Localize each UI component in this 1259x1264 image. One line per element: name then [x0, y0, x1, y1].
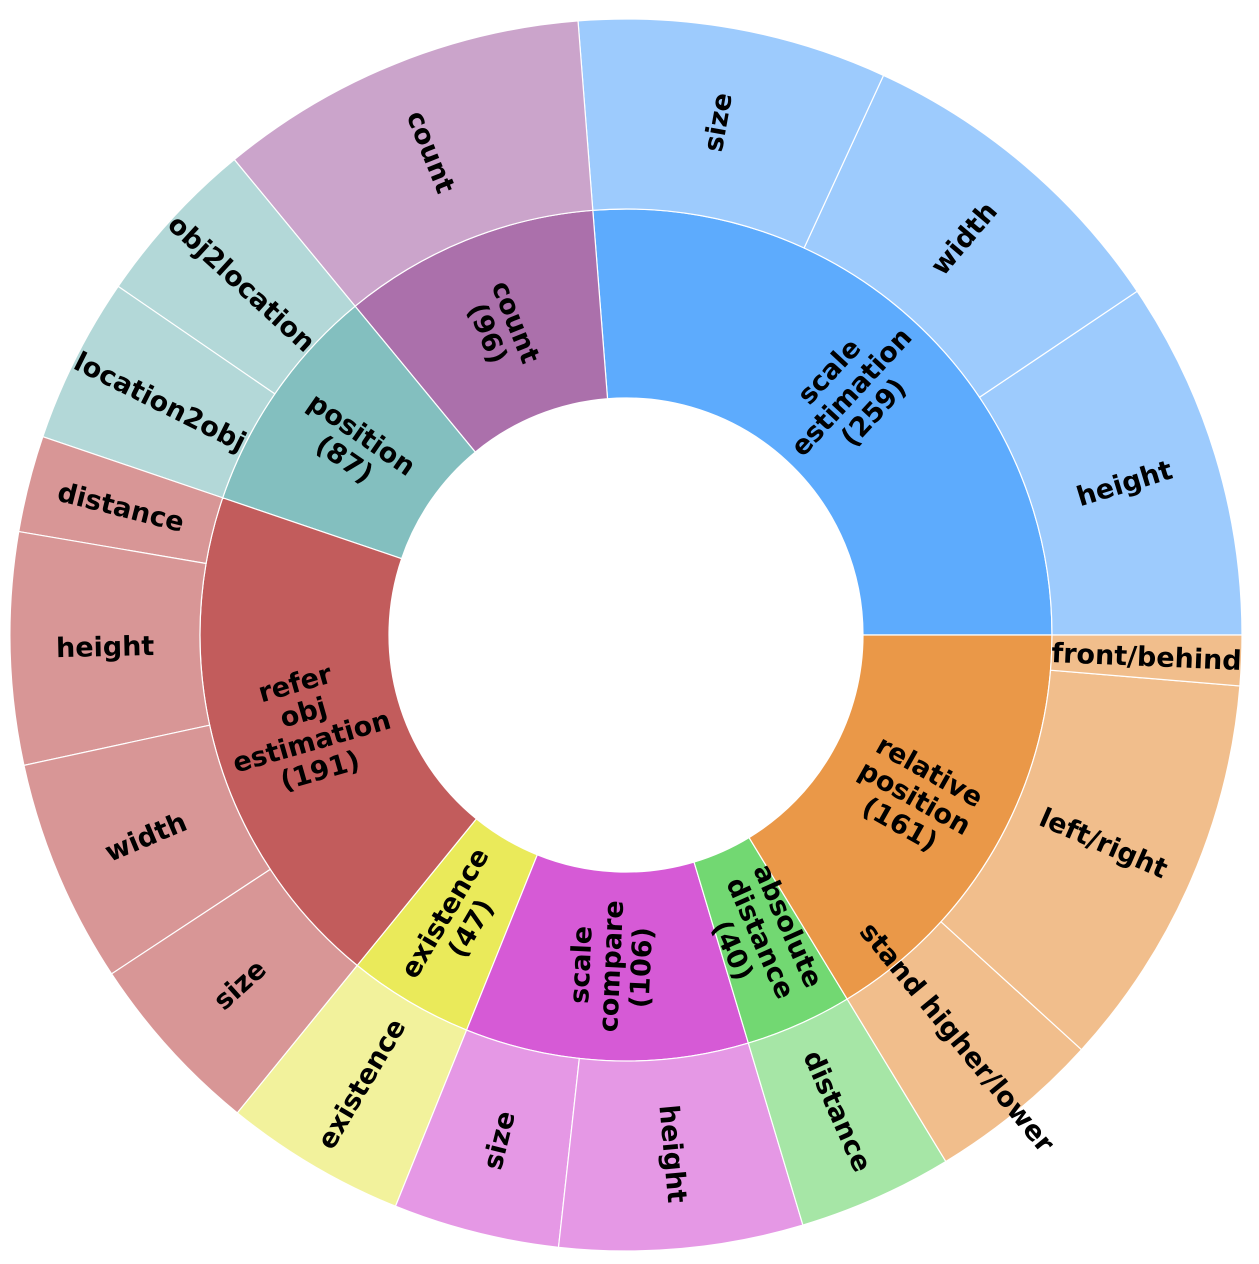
outer-wedge-relative-position-front-behind — [1049, 634, 1243, 687]
sunburst-rings — [9, 18, 1243, 1252]
outer-label-refer-obj-estimation-height: height — [56, 631, 155, 664]
inner-label-scale-compare: scalecompare(106) — [563, 898, 660, 1034]
